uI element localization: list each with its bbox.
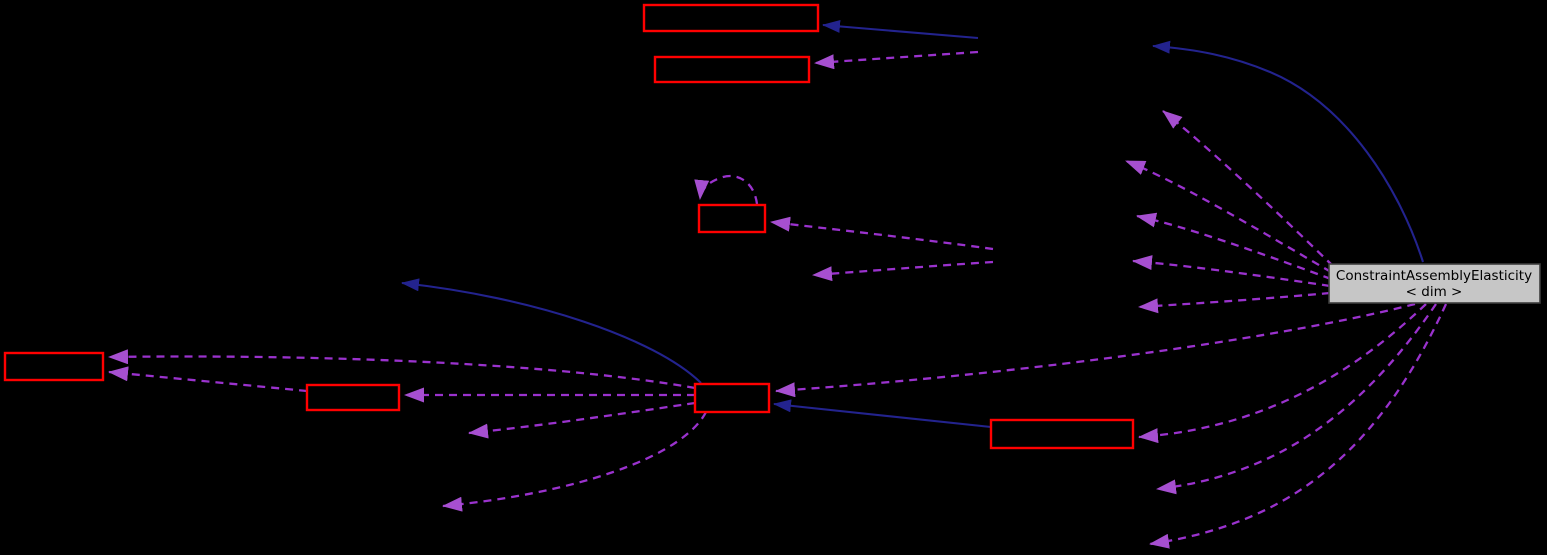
main-class-node-label-line1: ConstraintAssemblyElasticity (1336, 268, 1532, 284)
edge-usage-to-selfloop-box (770, 216, 994, 251)
edge-inherit-wide-box-to-center-box (773, 399, 992, 429)
edge-inherit-to-top-box-1 (822, 19, 979, 40)
class-node-left[interactable] (3, 351, 105, 382)
edge-usage-to-hidden-node-mid (812, 260, 994, 282)
edge-main-to-hidden-2 (1125, 159, 1332, 273)
class-node-wide[interactable] (989, 418, 1135, 450)
edge-small-box-to-left-box-2 (108, 366, 308, 393)
class-node-center[interactable] (693, 382, 771, 414)
edge-main-to-hidden-1 (1162, 110, 1334, 267)
class-node-top-1[interactable] (642, 3, 820, 33)
edge-center-box-to-hidden-node-1 (468, 401, 696, 439)
edge-main-to-hidden-4 (1132, 255, 1331, 288)
edge-center-box-to-left-box-1 (108, 349, 696, 390)
edge-main-to-hidden-7 (1149, 303, 1448, 549)
edge-main-to-hidden-6 (1156, 303, 1437, 495)
edge-inherit-center-box-to-hidden (401, 278, 702, 384)
class-node-small[interactable] (305, 383, 401, 412)
main-class-node-box[interactable] (1328, 263, 1541, 304)
edge-main-to-center-box (775, 302, 1416, 398)
main-class-node[interactable]: ConstraintAssemblyElasticity < dim > (1328, 263, 1541, 304)
class-node-selfloop[interactable] (697, 203, 767, 234)
main-class-node-label-line2: < dim > (1406, 284, 1463, 300)
class-node-top-2[interactable] (653, 55, 811, 84)
edge-main-to-hidden-3 (1136, 212, 1332, 281)
edge-main-to-wide-box (1138, 303, 1427, 444)
edge-inherit-main-to-hidden-base (1152, 40, 1425, 263)
edge-self-loop (694, 174, 759, 205)
edge-main-to-hidden-5 (1138, 291, 1331, 314)
